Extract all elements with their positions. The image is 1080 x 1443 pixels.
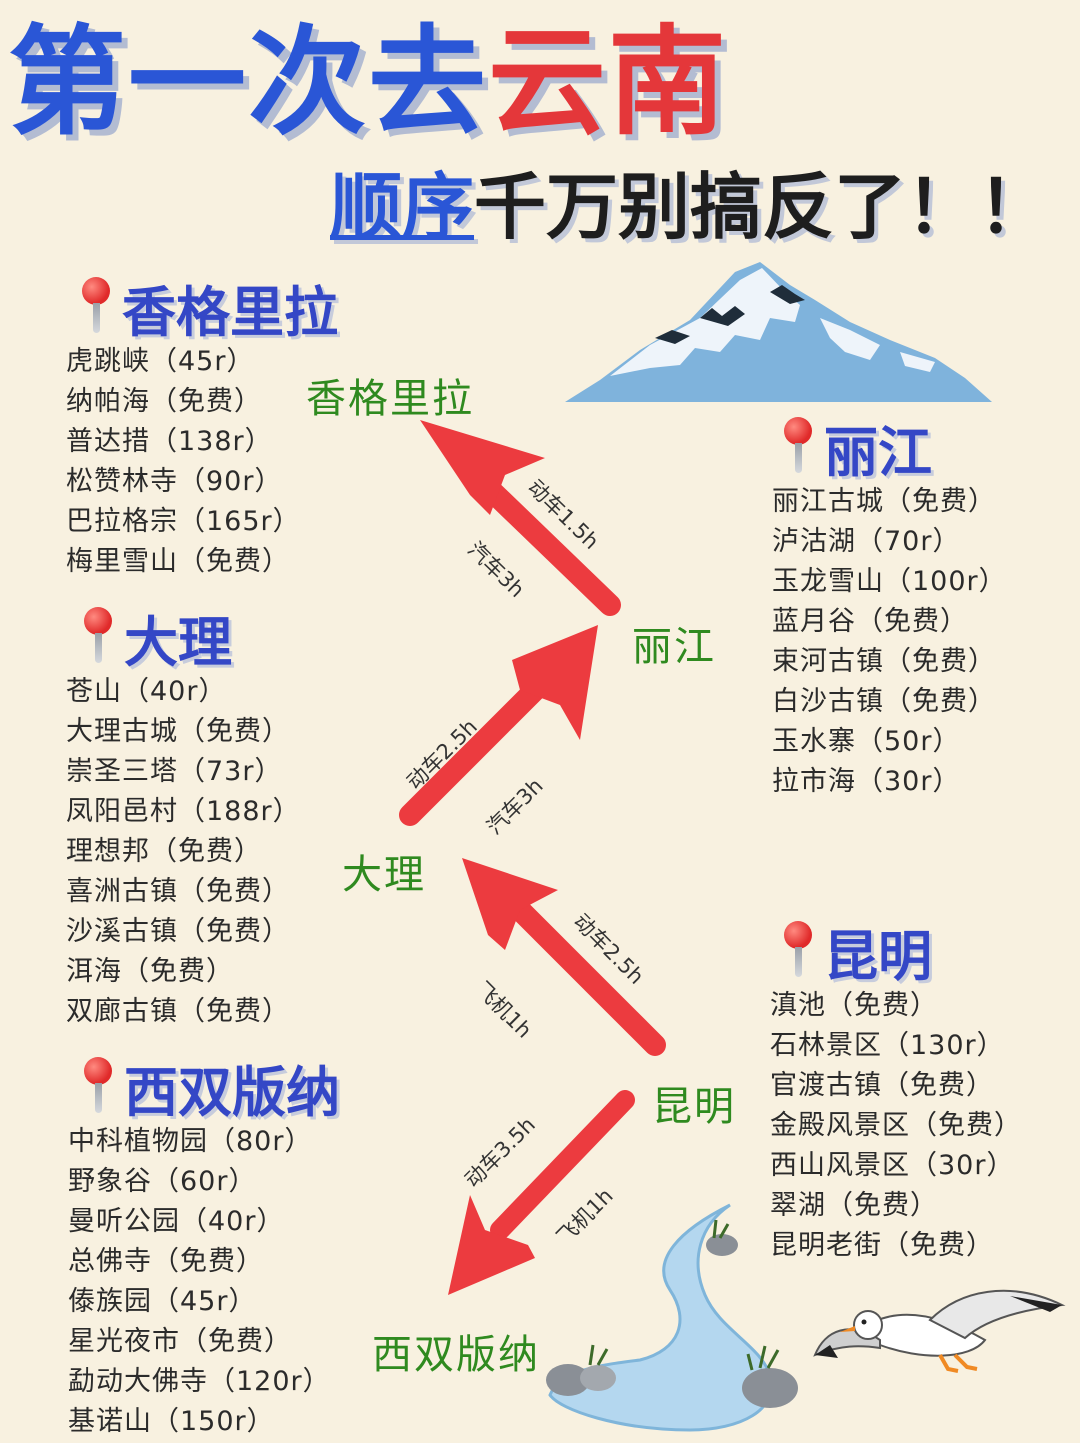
list-item: 玉水寨（50r） xyxy=(772,726,961,757)
list-item: 石林景区（130r） xyxy=(770,1030,1005,1061)
arrow-kunming-to-xishuangbanna xyxy=(448,1090,635,1295)
location-pin-icon xyxy=(80,607,116,667)
list-item: 西山风景区（30r） xyxy=(770,1150,1015,1181)
attraction-list: 滇池（免费） 石林景区（130r） 官渡古镇（免费） 金殿风景区（免费） 西山风… xyxy=(770,986,1022,1266)
arrow-kunming-to-dali xyxy=(462,858,666,1056)
river-illustration xyxy=(546,1203,798,1432)
map-city-kunming: 昆明 xyxy=(652,1084,736,1130)
list-item: 苍山（40r） xyxy=(66,676,227,707)
section-kunming: 昆明 滇池（免费） 石林景区（130r） 官渡古镇（免费） 金殿风景区（免费） … xyxy=(770,916,1022,1266)
list-item: 总佛寺（免费） xyxy=(68,1246,264,1277)
list-item: 曼听公园（40r） xyxy=(68,1206,285,1237)
section-lijiang: 丽江 丽江古城（免费） 泸沽湖（70r） 玉龙雪山（100r） 蓝月谷（免费） … xyxy=(772,412,1007,802)
section-title: 大理 xyxy=(124,610,232,674)
list-item: 理想邦（免费） xyxy=(66,836,262,867)
list-item: 松赞林寺（90r） xyxy=(66,466,283,497)
list-item: 虎跳峡（45r） xyxy=(66,346,255,377)
list-item: 泸沽湖（70r） xyxy=(772,526,961,557)
list-item: 普达措（138r） xyxy=(66,426,273,457)
list-item: 官渡古镇（免费） xyxy=(770,1070,994,1101)
list-item: 基诺山（150r） xyxy=(68,1406,275,1437)
section-xishuangbanna: 西双版纳 中科植物园（80r） 野象谷（60r） 曼听公园（40r） 总佛寺（免… xyxy=(68,1052,340,1442)
map-city-dali: 大理 xyxy=(342,852,426,898)
list-item: 翠湖（免费） xyxy=(770,1190,938,1221)
section-title: 丽江 xyxy=(824,420,932,484)
subtitle-rest: 千万别搞反了！！ xyxy=(474,165,1051,249)
page-subtitle: 顺序千万别搞反了！！ xyxy=(330,165,1051,249)
page-title: 第一次去云南 xyxy=(8,17,728,148)
list-item: 崇圣三塔（73r） xyxy=(66,756,283,787)
list-item: 野象谷（60r） xyxy=(68,1166,257,1197)
attraction-list: 丽江古城（免费） 泸沽湖（70r） 玉龙雪山（100r） 蓝月谷（免费） 束河古… xyxy=(772,482,1007,802)
section-title: 昆明 xyxy=(824,924,932,988)
arrow-dali-to-lijiang xyxy=(399,625,598,826)
list-item: 喜洲古镇（免费） xyxy=(66,876,290,907)
section-title: 香格里拉 xyxy=(122,280,338,344)
list-item: 洱海（免费） xyxy=(66,956,234,987)
location-pin-icon xyxy=(78,277,114,337)
list-item: 束河古镇（免费） xyxy=(772,646,996,677)
list-item: 中科植物园（80r） xyxy=(68,1126,313,1157)
section-title: 西双版纳 xyxy=(124,1060,340,1124)
list-item: 凤阳邑村（188r） xyxy=(66,796,301,827)
list-item: 沙溪古镇（免费） xyxy=(66,916,290,947)
list-item: 大理古城（免费） xyxy=(66,716,290,747)
list-item: 金殿风景区（免费） xyxy=(770,1110,1022,1141)
title-part-1: 第一次去 xyxy=(8,13,489,151)
list-item: 玉龙雪山（100r） xyxy=(772,566,1007,597)
list-item: 丽江古城（免费） xyxy=(772,486,996,517)
title-part-2: 云南 xyxy=(488,13,729,151)
list-item: 蓝月谷（免费） xyxy=(772,606,968,637)
attraction-list: 虎跳峡（45r） 纳帕海（免费） 普达措（138r） 松赞林寺（90r） 巴拉格… xyxy=(66,342,338,582)
section-shangrila: 香格里拉 虎跳峡（45r） 纳帕海（免费） 普达措（138r） 松赞林寺（90r… xyxy=(66,272,338,582)
subtitle-highlight: 顺序 xyxy=(330,165,475,249)
list-item: 昆明老街（免费） xyxy=(770,1230,994,1261)
seagull-illustration xyxy=(813,1289,1066,1373)
list-item: 巴拉格宗（165r） xyxy=(66,506,301,537)
list-item: 双廊古镇（免费） xyxy=(66,996,290,1027)
location-pin-icon xyxy=(80,1057,116,1117)
list-item: 星光夜市（免费） xyxy=(68,1326,292,1357)
list-item: 梅里雪山（免费） xyxy=(66,546,290,577)
location-pin-icon xyxy=(780,921,816,981)
map-city-shangrila: 香格里拉 xyxy=(306,376,474,422)
list-item: 勐动大佛寺（120r） xyxy=(68,1366,331,1397)
section-dali: 大理 苍山（40r） 大理古城（免费） 崇圣三塔（73r） 凤阳邑村（188r）… xyxy=(66,602,301,1032)
list-item: 滇池（免费） xyxy=(770,990,938,1021)
snow-mountain-illustration xyxy=(565,262,992,402)
location-pin-icon xyxy=(780,417,816,477)
attraction-list: 中科植物园（80r） 野象谷（60r） 曼听公园（40r） 总佛寺（免费） 傣族… xyxy=(68,1122,340,1442)
attraction-list: 苍山（40r） 大理古城（免费） 崇圣三塔（73r） 凤阳邑村（188r） 理想… xyxy=(66,672,301,1032)
list-item: 纳帕海（免费） xyxy=(66,386,262,417)
map-city-lijiang: 丽江 xyxy=(632,624,716,670)
map-city-xishuangbanna: 西双版纳 xyxy=(372,1332,540,1378)
list-item: 傣族园（45r） xyxy=(68,1286,257,1317)
list-item: 白沙古镇（免费） xyxy=(772,686,996,717)
list-item: 拉市海（30r） xyxy=(772,766,961,797)
arrow-lijiang-to-shangrila xyxy=(420,420,621,616)
